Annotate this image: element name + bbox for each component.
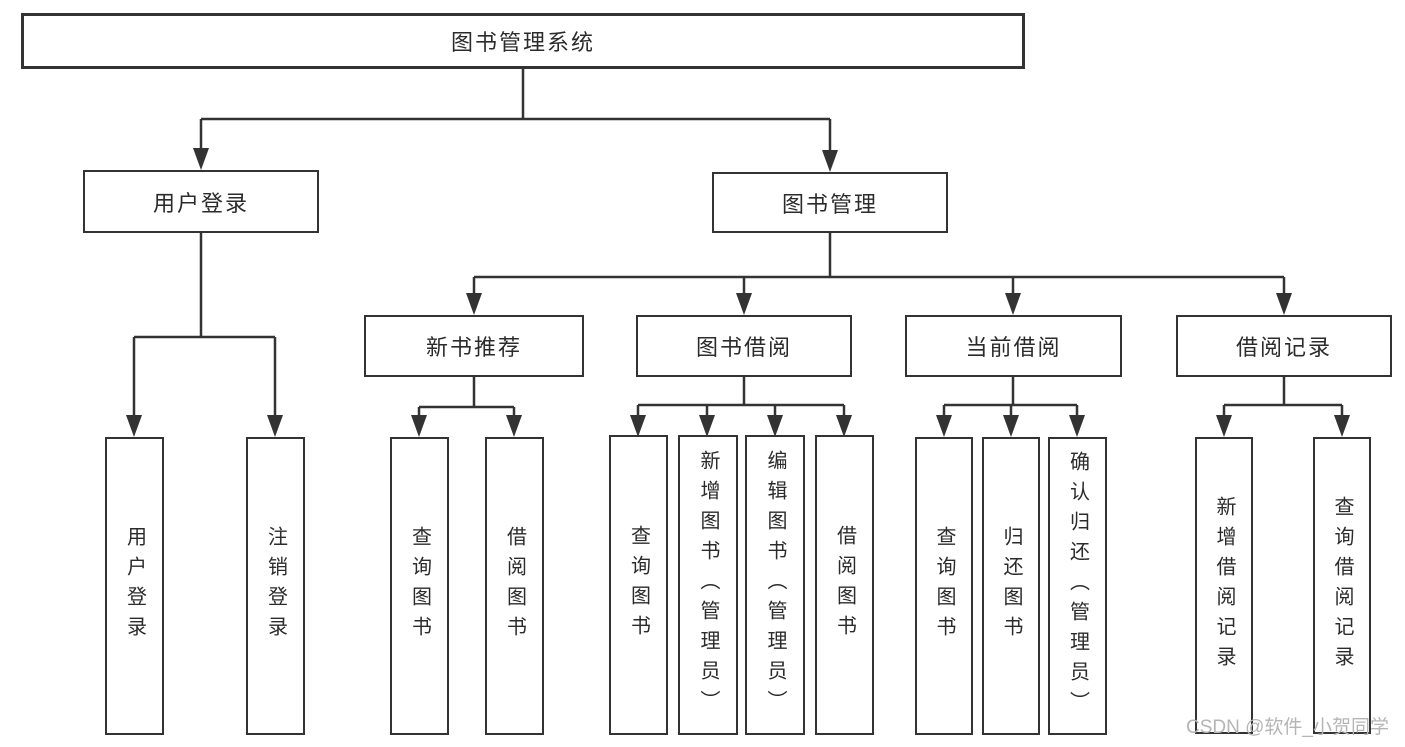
leaf-add-book-admin: 新增图书（管理员） [678,435,738,735]
node-label: 用户登录 [123,526,146,646]
node-label: 借阅图书 [503,526,526,646]
node-label: 查询图书 [627,525,650,645]
leaf-query-borrow-record: 查询借阅记录 [1313,437,1371,734]
node-new-book-recommend: 新书推荐 [364,315,584,377]
leaf-edit-book-admin: 编辑图书（管理员） [745,435,805,735]
node-label: 查询借阅记录 [1331,495,1353,676]
node-label: 借阅记录 [1235,335,1332,360]
leaf-user-login: 用户登录 [105,437,164,735]
leaf-query-book-recommend: 查询图书 [390,437,449,735]
leaf-return-book: 归还图书 [982,437,1040,735]
node-label: 图书借阅 [695,335,792,360]
node-label: 图书管理系统 [450,30,595,55]
node-root-library-system: 图书管理系统 [21,13,1025,69]
csdn-watermark: CSDN @软件_小贺同学 [1186,717,1389,738]
node-label: 编辑图书（管理员） [764,450,786,720]
node-book-borrow: 图书借阅 [636,315,852,377]
leaf-borrow-book: 借阅图书 [815,435,874,735]
node-label: 查询图书 [933,526,955,646]
node-label: 注销登录 [264,526,287,646]
leaf-logout: 注销登录 [246,437,305,735]
leaf-confirm-return-admin: 确认归还（管理员） [1048,437,1107,735]
node-label: 新增图书（管理员） [697,450,719,720]
node-borrow-record: 借阅记录 [1176,315,1392,377]
node-label: 用户登录 [152,190,249,216]
node-book-management: 图书管理 [712,172,948,233]
node-label: 借阅图书 [833,525,856,645]
leaf-query-book-current: 查询图书 [915,437,973,735]
node-label: 归还图书 [1000,526,1022,646]
node-label: 当前借阅 [965,335,1062,360]
node-current-borrow: 当前借阅 [905,315,1122,377]
leaf-borrow-book-recommend: 借阅图书 [485,437,544,735]
node-label: 图书管理 [781,191,878,217]
leaf-add-borrow-record: 新增借阅记录 [1195,437,1253,734]
node-label: 确认归还（管理员） [1066,451,1089,721]
node-label: 查询图书 [408,526,431,646]
leaf-query-book-borrow: 查询图书 [609,435,668,735]
node-user-login: 用户登录 [83,170,319,233]
node-label: 新增借阅记录 [1213,495,1235,676]
node-label: 新书推荐 [425,335,522,360]
